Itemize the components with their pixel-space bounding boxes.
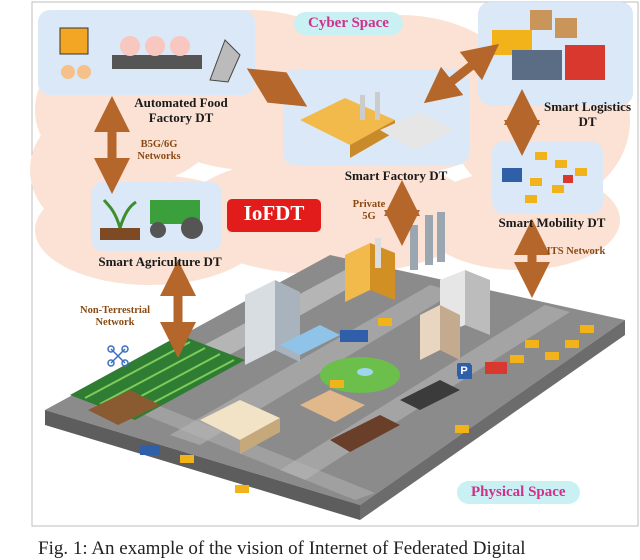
iofdt-badge-bg <box>227 199 321 232</box>
food-factory-dt-label: Automated Food Factory DT <box>134 95 228 125</box>
private5g-label: Private 5G <box>352 199 386 222</box>
smart-mobility-dt-label: Smart Mobility DT <box>498 215 606 230</box>
dt-box-smart-factory <box>283 69 469 165</box>
dt-box-smart-logistics <box>478 2 633 105</box>
smart-factory-dt-label: Smart Factory DT <box>344 168 448 183</box>
dt-box-food-factory <box>38 10 255 95</box>
drone-icon <box>107 345 129 367</box>
parking-icon: P <box>457 363 471 377</box>
iofdt-label: IoFDT <box>243 201 305 225</box>
arrow-food-to-factory <box>246 68 308 107</box>
its-network-label: ITS Network <box>546 246 606 257</box>
dt-box-smart-agriculture <box>91 182 222 251</box>
arrow-factory-to-logistics <box>423 43 500 104</box>
dt-box-smart-mobility <box>492 141 603 214</box>
smart-logistics-dt-label: Smart Logistics DT <box>543 99 632 129</box>
smart-agriculture-dt-label: Smart Agriculture DT <box>98 254 222 269</box>
physical-space-label: Physical Space <box>457 481 580 504</box>
ntn-label: Non-Terrestrial Network <box>80 305 150 328</box>
connection-arrows <box>94 43 550 358</box>
b5g-network-label: B5G/6G Networks <box>137 139 181 162</box>
city-vehicles <box>140 318 594 493</box>
figure-caption: Fig. 1: An example of the vision of Inte… <box>38 538 526 559</box>
cyber-space-label: Cyber Space <box>294 12 403 35</box>
svg-text:P: P <box>460 365 467 377</box>
city-buildings <box>88 212 490 454</box>
